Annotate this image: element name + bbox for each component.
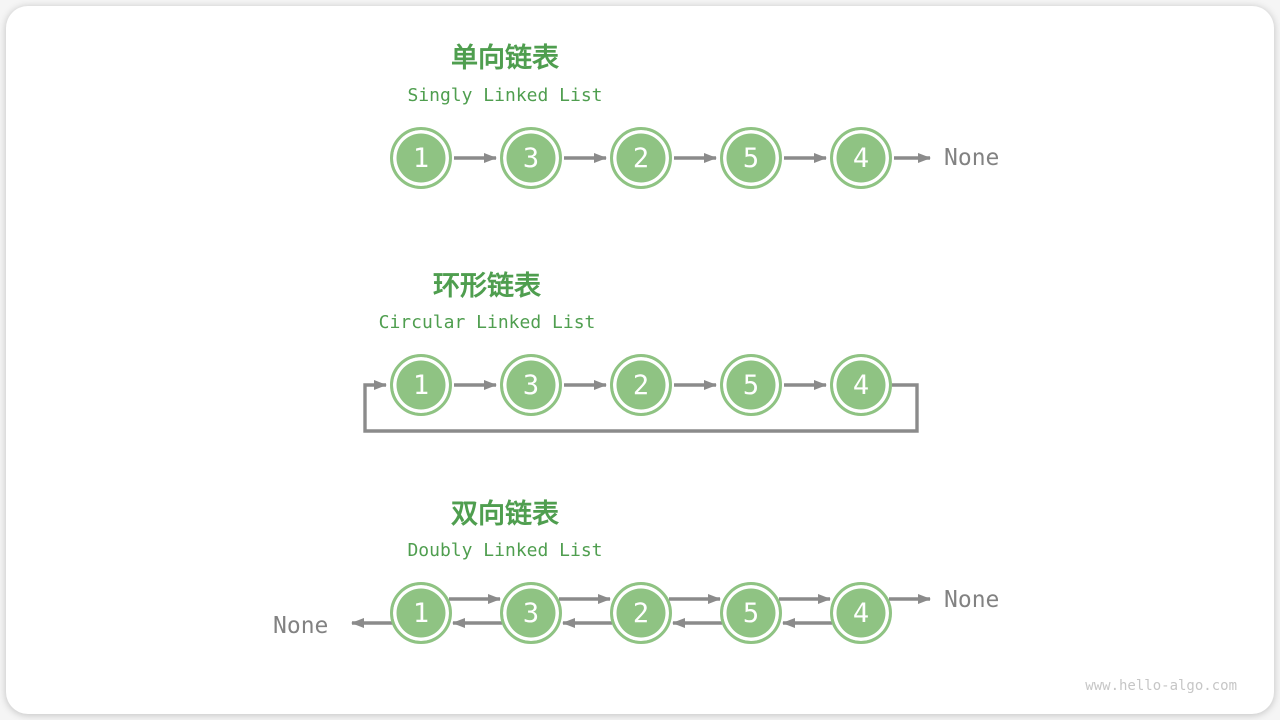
node-value: 5 <box>742 369 760 401</box>
circular-node-3: 2 <box>610 354 672 416</box>
doubly-title-en: Doubly Linked List <box>407 540 603 561</box>
doubly-head-none-label: None <box>273 613 329 639</box>
node-value: 1 <box>412 142 430 174</box>
singly-node-5: 4 <box>830 127 892 189</box>
node-value: 3 <box>522 597 540 629</box>
circular-node-4: 5 <box>720 354 782 416</box>
doubly-node-5: 4 <box>830 582 892 644</box>
singly-title-en: Singly Linked List <box>407 85 603 106</box>
circular-title-en: Circular Linked List <box>378 312 596 333</box>
singly-node-1: 1 <box>390 127 452 189</box>
node-value: 3 <box>522 369 540 401</box>
singly-tail-none-label: None <box>944 145 1000 171</box>
node-value: 5 <box>742 597 760 629</box>
circular-node-2: 3 <box>500 354 562 416</box>
node-value: 2 <box>632 142 650 174</box>
node-value: 2 <box>632 369 650 401</box>
doubly-node-3: 2 <box>610 582 672 644</box>
node-value: 4 <box>852 142 870 174</box>
singly-node-4: 5 <box>720 127 782 189</box>
circular-node-1: 1 <box>390 354 452 416</box>
node-value: 4 <box>852 597 870 629</box>
doubly-tail-none-label: None <box>944 587 1000 613</box>
singly-title-zh: 单向链表 <box>451 43 559 74</box>
node-value: 2 <box>632 597 650 629</box>
singly-node-3: 2 <box>610 127 672 189</box>
doubly-title-zh: 双向链表 <box>451 499 559 530</box>
circular-node-5: 4 <box>830 354 892 416</box>
doubly-node-1: 1 <box>390 582 452 644</box>
node-value: 5 <box>742 142 760 174</box>
node-value: 4 <box>852 369 870 401</box>
node-value: 3 <box>522 142 540 174</box>
node-value: 1 <box>412 369 430 401</box>
circular-title-zh: 环形链表 <box>433 271 541 302</box>
doubly-node-4: 5 <box>720 582 782 644</box>
singly-node-2: 3 <box>500 127 562 189</box>
doubly-node-2: 3 <box>500 582 562 644</box>
watermark: www.hello-algo.com <box>1085 678 1237 694</box>
node-value: 1 <box>412 597 430 629</box>
